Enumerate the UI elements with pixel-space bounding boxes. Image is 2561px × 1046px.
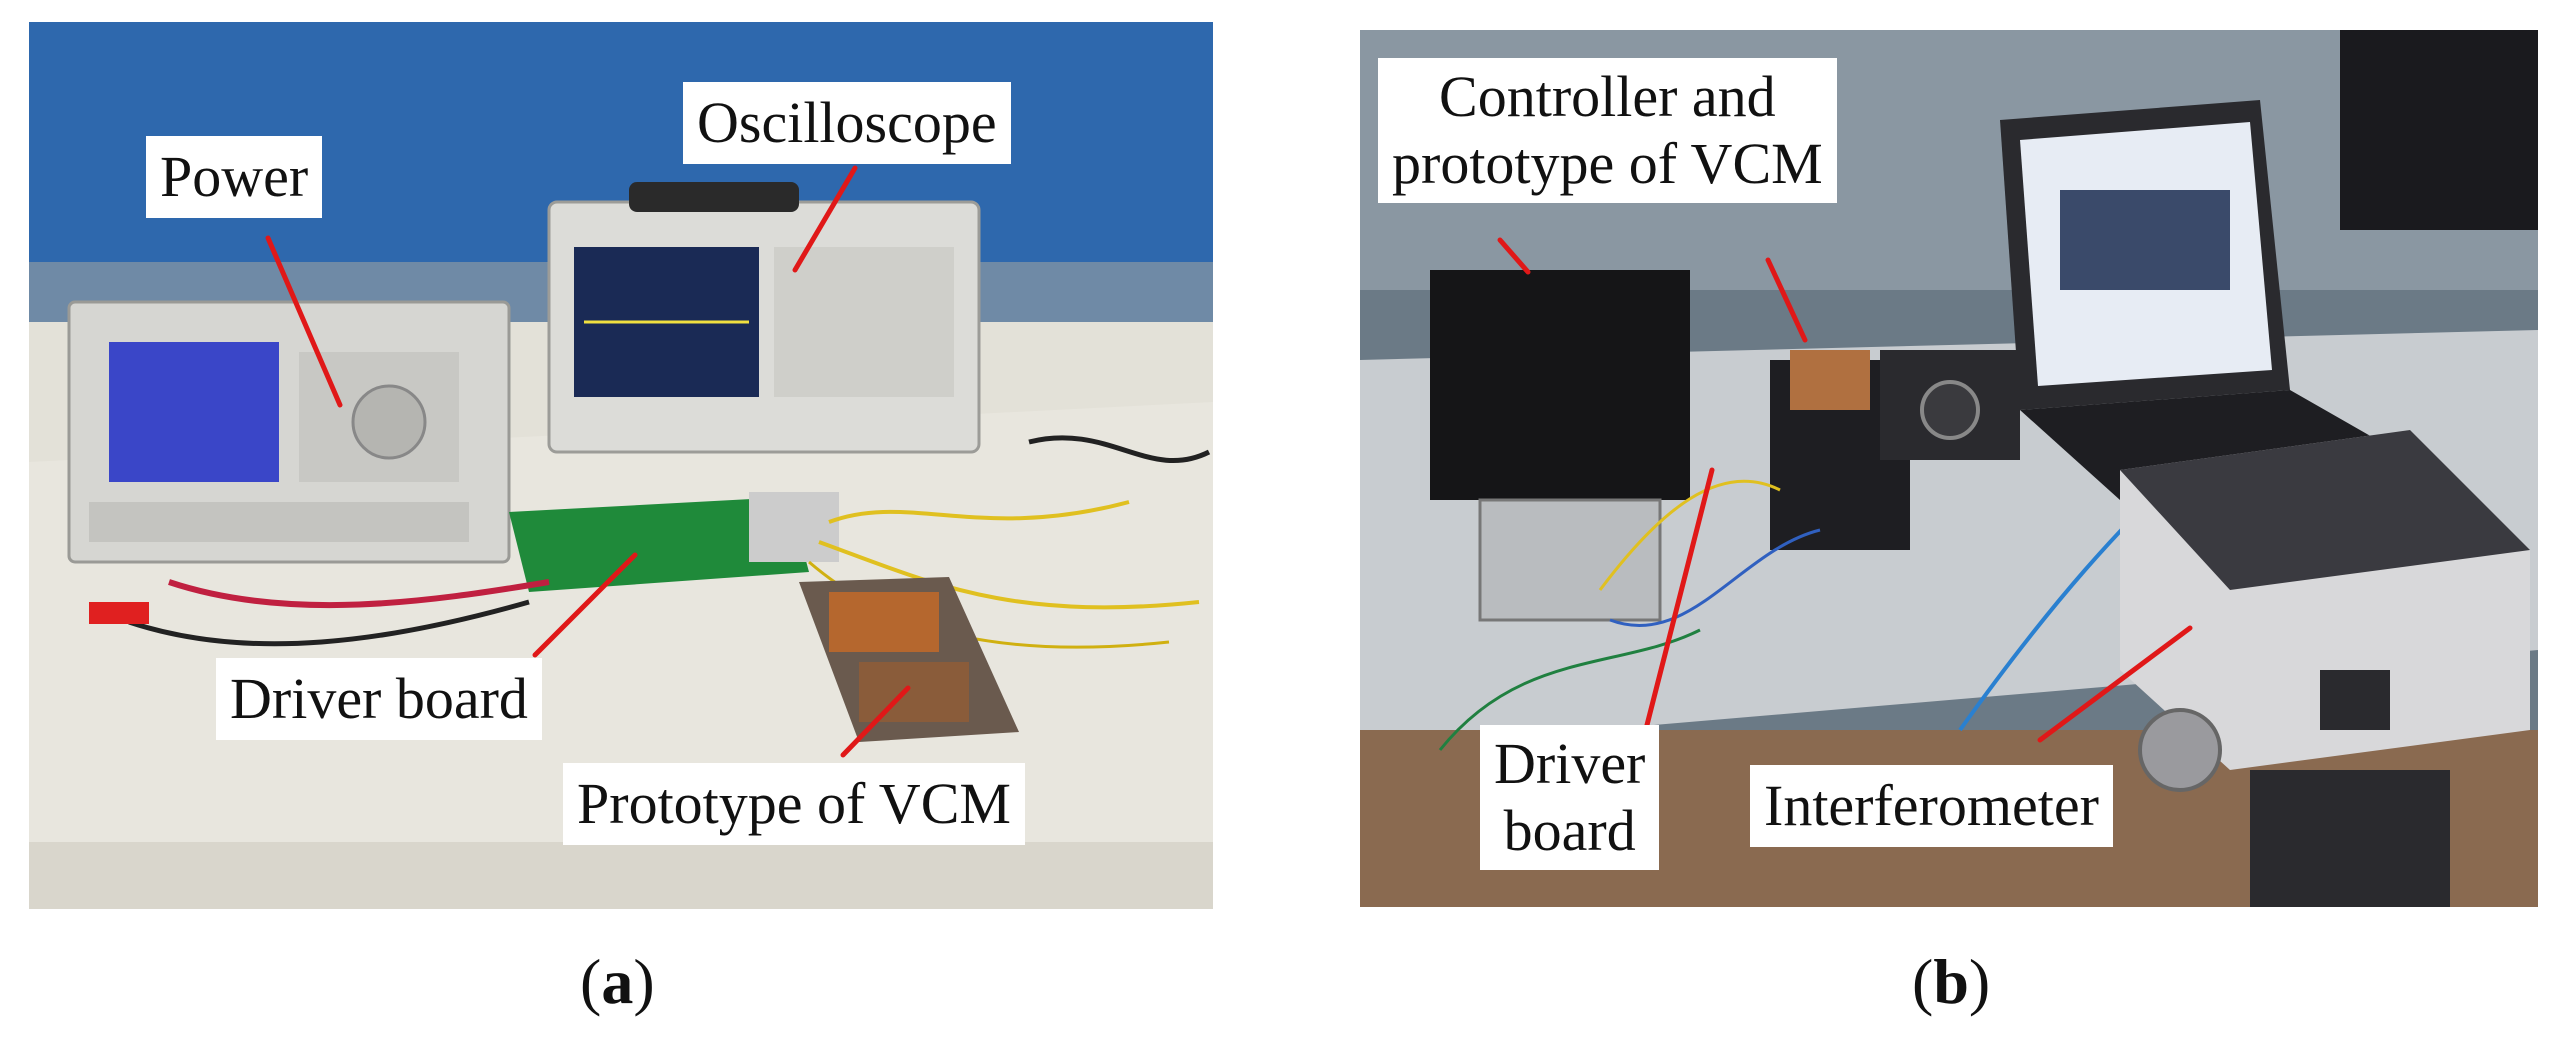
label-prototype-vcm-text: Prototype of VCM	[577, 771, 1011, 836]
caption-b-letter: b	[1933, 946, 1969, 1017]
label-interferometer-text: Interferometer	[1764, 773, 2099, 838]
label-interferometer: Interferometer	[1750, 765, 2113, 847]
caption-a-letter: a	[601, 946, 634, 1017]
label-controller-prototype: Controller and prototype of VCM	[1378, 58, 1837, 204]
caption-a-open: (	[580, 946, 602, 1017]
caption-a: (a)	[580, 945, 655, 1019]
label-controller-line2: prototype of VCM	[1392, 130, 1823, 196]
caption-b: (b)	[1912, 945, 1990, 1019]
label-driver-board-a: Driver board	[216, 658, 542, 740]
caption-a-close: )	[633, 946, 655, 1017]
label-oscilloscope-text: Oscilloscope	[697, 90, 997, 155]
caption-b-close: )	[1968, 946, 1991, 1017]
label-power: Power	[146, 136, 323, 218]
label-prototype-vcm: Prototype of VCM	[563, 763, 1025, 845]
label-controller-line1: Controller and	[1439, 64, 1776, 129]
label-driver-board-b: Driver board	[1480, 725, 1660, 871]
label-oscilloscope: Oscilloscope	[683, 82, 1011, 164]
label-driver-line1: Driver	[1494, 731, 1646, 796]
label-power-text: Power	[160, 144, 309, 209]
label-driver-board-a-text: Driver board	[230, 666, 528, 731]
label-driver-line2: board	[1503, 797, 1636, 863]
caption-b-open: (	[1912, 946, 1934, 1017]
